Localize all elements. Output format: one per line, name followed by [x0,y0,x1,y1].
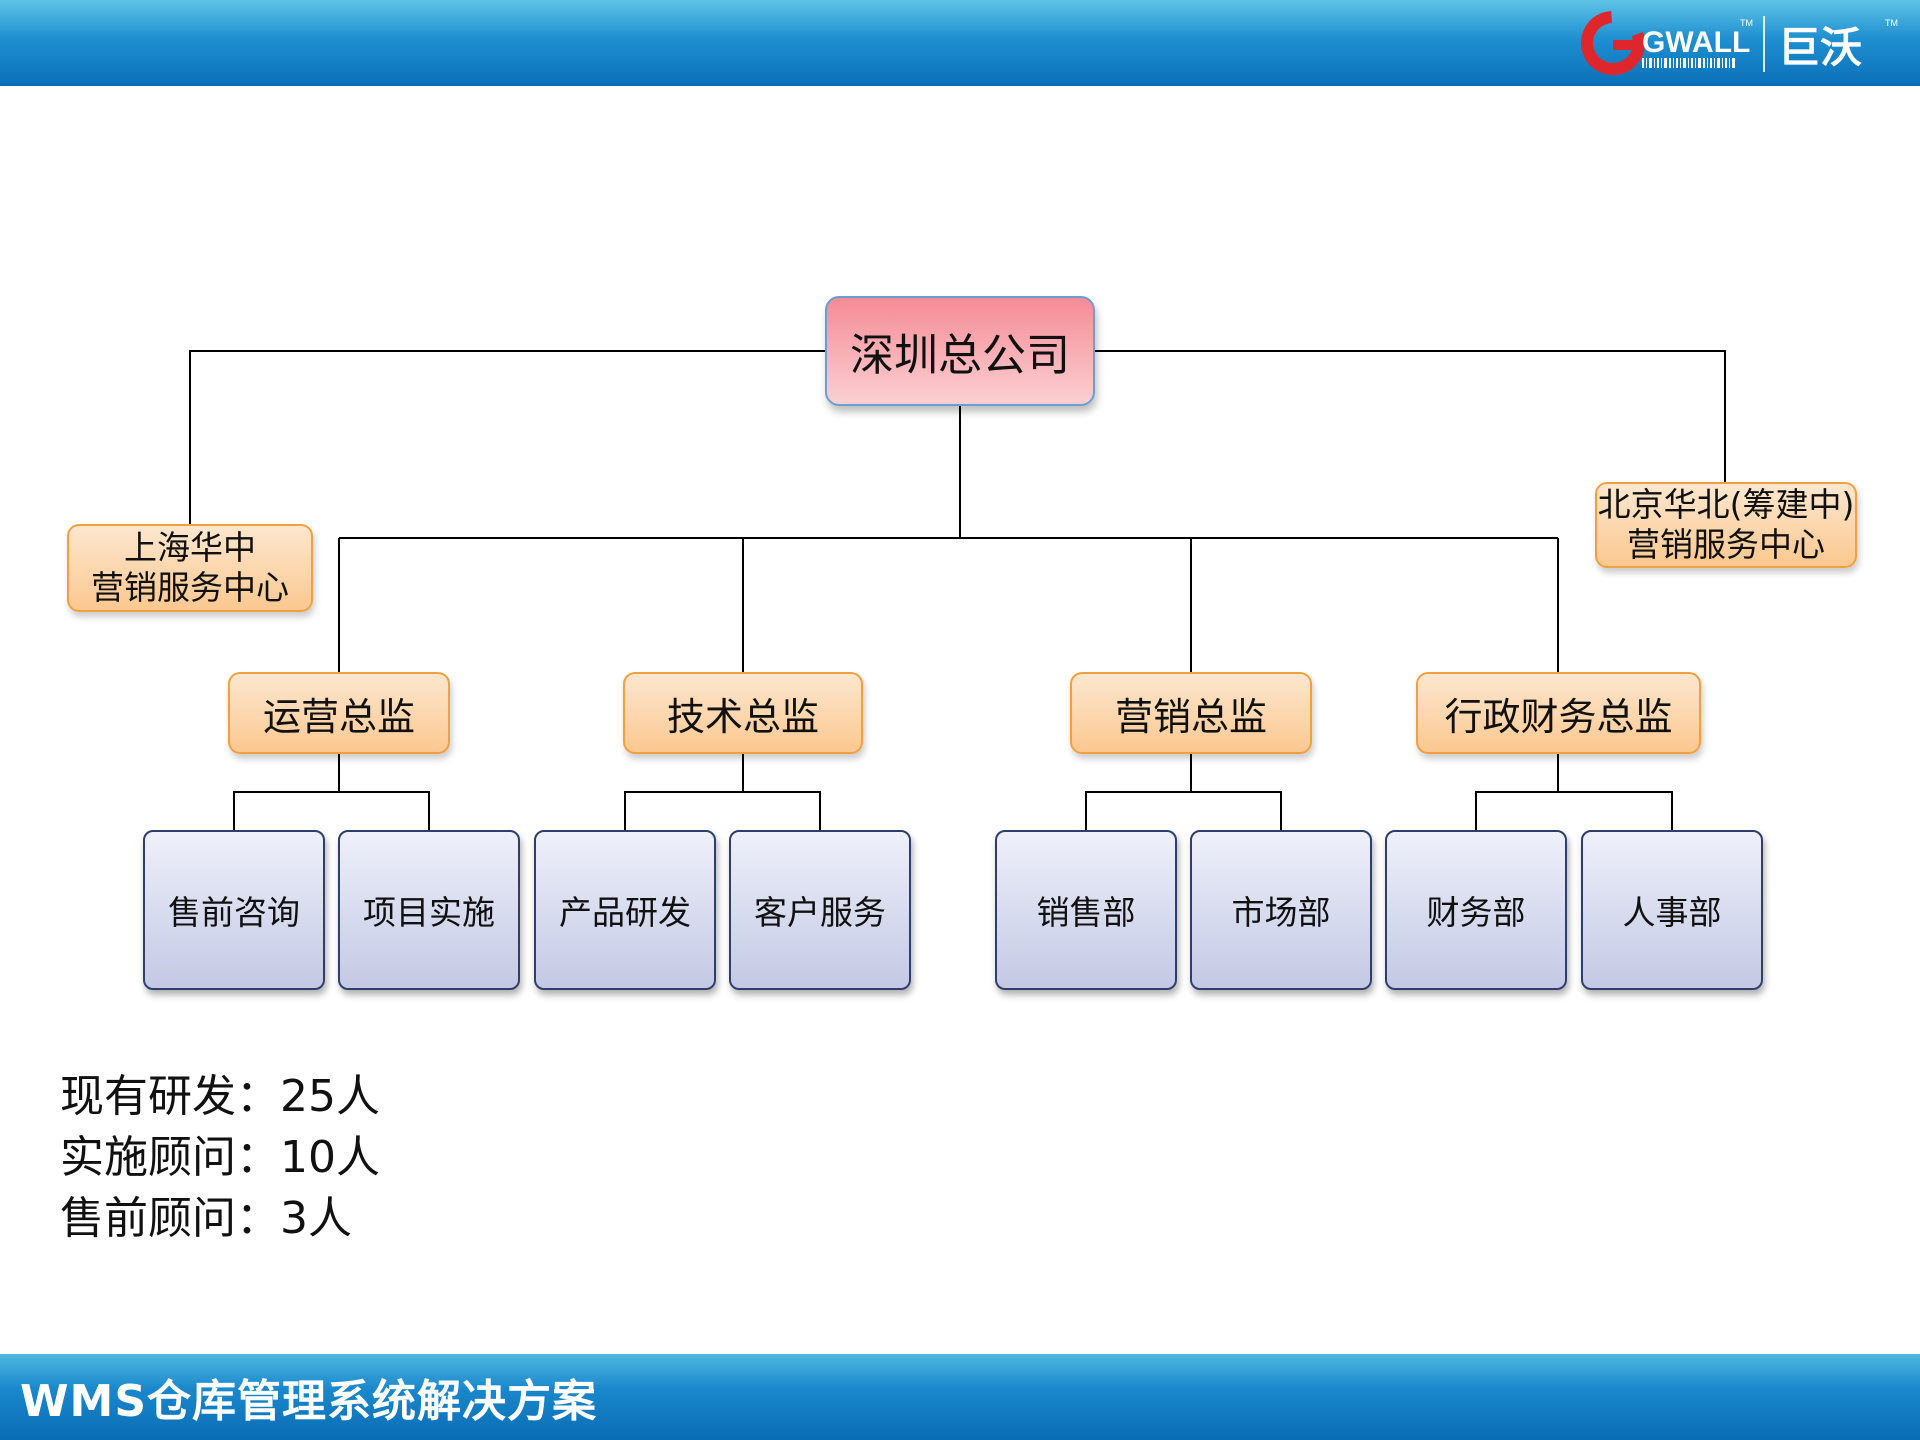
org-node-market-dept: 市场部 [1190,830,1372,990]
org-node-admin-finance-director: 行政财务总监 [1416,672,1701,754]
org-node-finance-dept: 财务部 [1385,830,1567,990]
footer-bar [0,1354,1920,1440]
footer-title: WMS仓库管理系统解决方案 [20,1376,598,1427]
org-node-sales-dept: 销售部 [995,830,1177,990]
org-node-presales: 售前咨询 [143,830,325,990]
branch-beijing-line2: 营销服务中心 [1627,525,1825,564]
stat-implementation: 实施顾问：10人 [60,1132,380,1183]
stat-rd: 现有研发：25人 [60,1071,380,1122]
company-logo: GWALL TM 巨沃 TM [1581,11,1898,75]
org-node-product-rd: 产品研发 [534,830,716,990]
org-node-marketing-director: 营销总监 [1070,672,1312,754]
org-node-customer-service: 客户服务 [729,830,911,990]
logo-text: GWALL [1642,26,1750,59]
branch-beijing-line1: 北京华北(筹建中) [1597,485,1855,524]
branch-shanghai-line1: 上海华中 [124,528,256,567]
logo-tm: TM [1740,18,1753,28]
logo-brand-cn: 巨沃 [1778,23,1862,72]
org-node-implementation: 项目实施 [338,830,520,990]
logo-tm-2: TM [1885,18,1898,28]
stat-presales: 售前顾问：3人 [60,1193,352,1244]
org-node-operations-director: 运营总监 [228,672,450,754]
staff-stats: 现有研发：25人 实施顾问：10人 售前顾问：3人 [60,1066,380,1249]
branch-shanghai-line2: 营销服务中心 [91,568,289,607]
header-bar: GWALL TM 巨沃 TM [0,0,1920,86]
org-node-tech-director: 技术总监 [623,672,863,754]
org-node-hr-dept: 人事部 [1581,830,1763,990]
org-node-root: 深圳总公司 [825,296,1095,406]
org-node-branch-beijing: 北京华北(筹建中) 营销服务中心 [1595,482,1857,568]
org-node-branch-shanghai: 上海华中 营销服务中心 [67,524,313,612]
